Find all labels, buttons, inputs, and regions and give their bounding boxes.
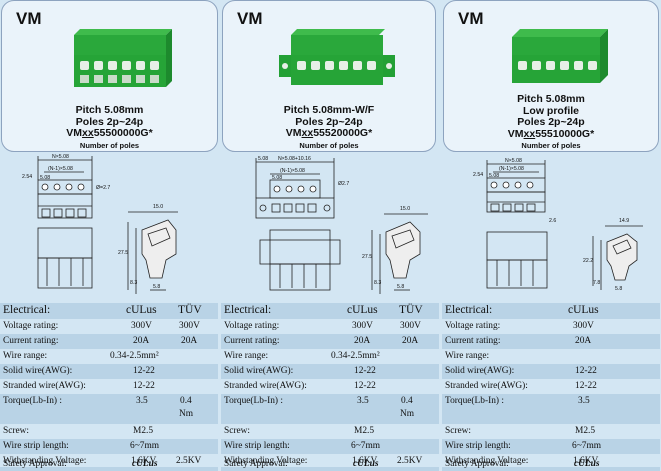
dim-sub-pitch: 5.08 — [272, 175, 282, 181]
solid-wire-row: Solid wire(AWG):12-22 — [221, 364, 439, 379]
cul-us-logo: cULus — [353, 459, 379, 469]
solid-wire-row: Solid wire(AWG):12-22 — [442, 364, 660, 379]
technical-drawing-2: N×5.08+10.16 (N-1)×5.08 5.08 5.08 Ø2.7 1… — [255, 156, 428, 294]
safety-approval-row: Safety Approval: cULus — [0, 459, 218, 471]
spec-table-2: Electrical: cULus TÜV Voltage rating:300… — [221, 296, 439, 471]
series-title: VM — [237, 9, 263, 28]
screw-row: Screw:M2.5 — [3, 426, 154, 436]
dim-hole: Ø=2.7 — [96, 185, 110, 191]
solid-wire-row: Solid wire(AWG):12-22 — [0, 364, 218, 379]
wire-range-row: Wire range:0.34-2.5mm² — [224, 351, 380, 361]
dim-depth: 15.0 — [153, 204, 163, 210]
technical-drawing-3: N×5.08 (N-1)×5.08 2.54 5.08 2.6 14.9 22.… — [473, 158, 643, 292]
connector-image-low-profile — [512, 29, 608, 83]
ul-header: cULus — [568, 304, 599, 316]
dim-a: 8.3 — [374, 280, 381, 286]
tuv-header: TÜV — [399, 304, 423, 316]
connector-image-with-flange — [279, 29, 395, 85]
screw-row: Screw:M2.5 — [224, 426, 375, 436]
withstand-voltage-row: Withstanding Voltage:1.6KV — [445, 456, 599, 466]
series-title: VM — [16, 9, 42, 28]
dim-hole: Ø2.7 — [338, 181, 349, 187]
dim-a: 8.3 — [130, 280, 137, 286]
safety-approval-row: Safety Approval: cULus — [442, 459, 660, 471]
wire-range-row: Wire range:0.34-2.5mm² — [3, 351, 159, 361]
product-panel-3: VM Pitch 5.08mm Low profile Poles 2p~24p… — [443, 0, 659, 152]
safety-approval-row: Safety Approval: cULus — [221, 459, 439, 471]
dim-height: 27.5 — [362, 254, 372, 260]
product-panel-2: VM Pitch 5.08mm-W/F Poles 2p~24p VMxx555… — [222, 0, 436, 152]
strip-length-row: Wire strip length:6~7mm — [0, 439, 218, 454]
series-title: VM — [458, 9, 484, 28]
spec-header: Electrical: cULus TÜV — [221, 303, 439, 319]
product-description: Pitch 5.08mm Low profile Poles 2p~24p VM… — [507, 93, 595, 150]
dim-total-width: N×5.08 — [505, 158, 522, 164]
dim-sub-pitch: 5.08 — [489, 173, 499, 179]
strip-length-row: Wire strip length:6~7mm — [221, 439, 439, 454]
dim-pitch-span: (N-1)×5.08 — [48, 166, 73, 172]
dim-depth: 15.0 — [400, 206, 410, 212]
spec-table-3: Electrical: cULus Voltage rating:300V Cu… — [442, 296, 660, 471]
dim-pitch-span: (N-1)×5.08 — [280, 168, 305, 174]
stranded-wire-row: Stranded wire(AWG):12-22 — [3, 381, 155, 391]
wire-range-row: Wire range: — [445, 351, 490, 361]
dim-a: 7.8 — [593, 280, 600, 286]
dim-total-width: N×5.08+10.16 — [278, 156, 311, 162]
stranded-wire-row: Stranded wire(AWG):12-22 — [224, 381, 376, 391]
product-description: Pitch 5.08mm Poles 2p~24p VMxx55500000G*… — [66, 104, 153, 150]
dim-offset: 5.08 — [258, 156, 268, 162]
dim-height: 27.5 — [118, 250, 128, 256]
dim-pitch-span: (N-1)×5.08 — [499, 166, 524, 172]
dim-hole: 2.6 — [549, 218, 556, 224]
spec-header: Electrical: cULus — [442, 303, 660, 319]
screw-row: Screw:M2.5 — [445, 426, 596, 436]
stranded-wire-row: Stranded wire(AWG):12-22 — [445, 381, 597, 391]
dim-offset: 2.54 — [22, 174, 32, 180]
current-row: Current rating:20A — [442, 334, 660, 349]
cul-us-logo: cULus — [574, 459, 600, 469]
dim-b: 5.8 — [615, 286, 622, 292]
dim-b: 5.8 — [153, 284, 160, 290]
dim-sub-pitch: 5.08 — [40, 175, 50, 181]
tuv-header: TÜV — [178, 304, 202, 316]
connector-image — [74, 29, 172, 87]
dim-offset: 2.54 — [473, 172, 483, 178]
voltage-row: Voltage rating:300V — [445, 321, 594, 331]
ul-header: cULus — [347, 304, 378, 316]
product-panel-1: VM Pitch 5.08mm Poles 2p~24p VMxx5550000… — [1, 0, 218, 152]
ul-header: cULus — [126, 304, 157, 316]
strip-length-row: Wire strip length:6~7mm — [442, 439, 660, 454]
dim-b: 5.8 — [397, 284, 404, 290]
dim-total-width: N×5.08 — [52, 154, 69, 160]
spec-header: Electrical: cULus TÜV — [0, 303, 218, 319]
torque-row: Torque(Lb-In) :3.5 — [442, 394, 660, 424]
technical-drawing-1: N×5.08 (N-1)×5.08 2.54 5.08 Ø=2.7 15.0 2… — [22, 154, 178, 294]
cul-us-logo: cULus — [132, 459, 158, 469]
spec-table-1: Electrical: cULus TÜV Voltage rating:300… — [0, 296, 218, 471]
dim-height: 22.2 — [583, 258, 593, 264]
product-description: Pitch 5.08mm-W/F Poles 2p~24p VMxx555200… — [283, 104, 375, 150]
dim-depth: 14.9 — [619, 218, 629, 224]
